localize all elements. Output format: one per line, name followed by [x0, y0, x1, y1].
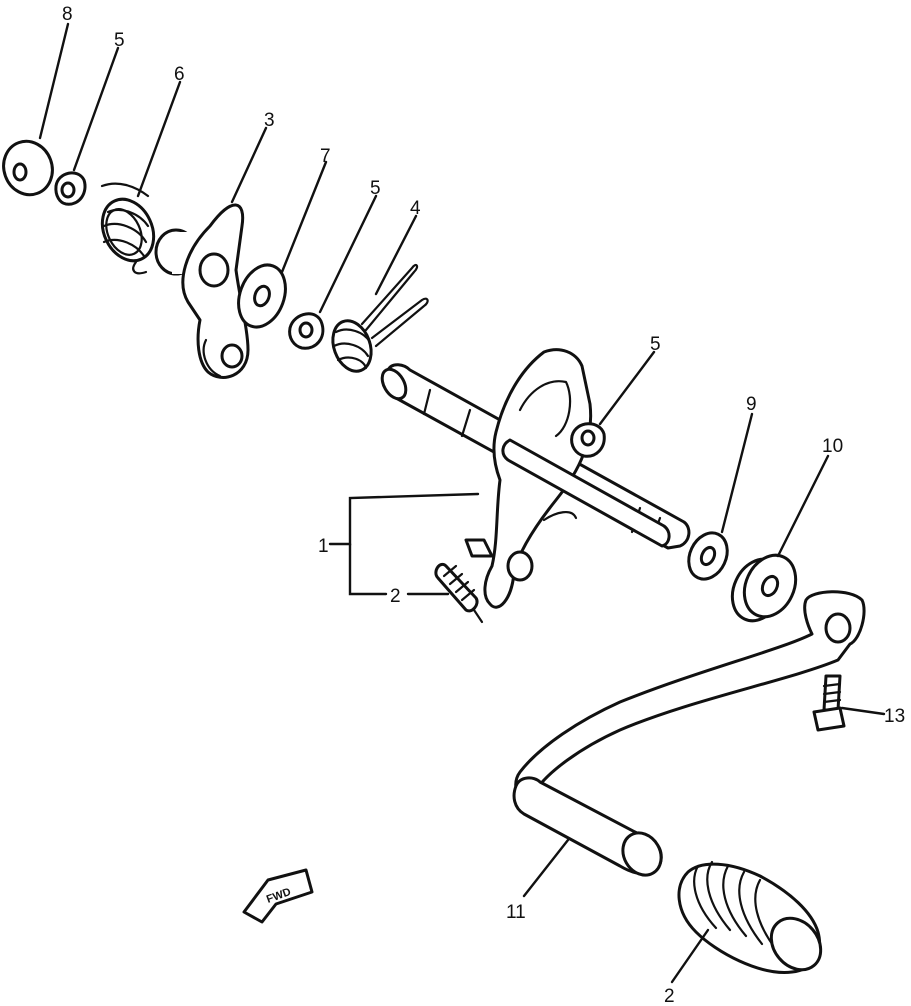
part-5-circlip-right	[570, 422, 606, 458]
callout-7: 7	[320, 146, 331, 167]
part-13-bolt	[812, 674, 846, 732]
part-4-return-spring	[331, 263, 429, 373]
part-1-shift-shaft-assembly	[380, 348, 691, 609]
part-2-spring-small	[434, 563, 484, 624]
callout-5-upper: 5	[114, 30, 125, 51]
part-8-washer	[2, 139, 54, 197]
leader-lines	[38, 22, 886, 984]
part-11-shift-pedal	[512, 590, 866, 877]
callout-2-rubber: 2	[664, 986, 675, 1006]
callout-4: 4	[410, 198, 421, 219]
part-3-shift-arm	[154, 203, 250, 379]
callout-10: 10	[822, 436, 843, 457]
callout-11: 11	[506, 902, 526, 923]
part-5-circlip-upper	[54, 171, 87, 206]
fwd-direction-marker: FWD	[242, 868, 314, 924]
callout-3: 3	[264, 110, 275, 131]
callout-5-right: 5	[650, 334, 661, 355]
callout-1: 1	[318, 536, 329, 557]
part-7-washer	[237, 263, 287, 329]
callout-6: 6	[174, 64, 185, 85]
callout-8: 8	[62, 4, 73, 25]
callout-2-spring: 2	[390, 586, 401, 607]
callout-9: 9	[746, 394, 757, 415]
callout-13: 13	[884, 706, 905, 727]
part-2-pedal-rubber	[677, 860, 823, 974]
part-6-torsion-spring	[100, 182, 156, 275]
part-5-circlip-middle	[288, 312, 325, 350]
callout-labels: 8 5 6 3 7 5 4 5 9 10 1 2 13 11 2	[62, 4, 905, 1006]
callout-5-middle: 5	[370, 178, 381, 199]
part-9-washer	[687, 531, 729, 581]
part-10-oil-seal	[730, 553, 798, 623]
